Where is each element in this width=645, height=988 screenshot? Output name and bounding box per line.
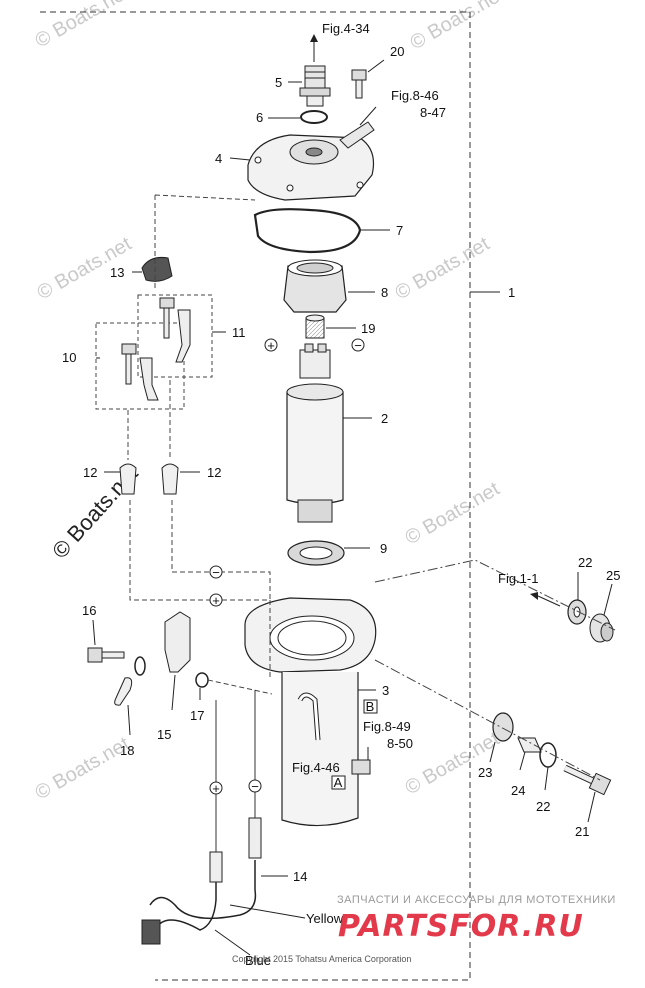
part-21-bolt bbox=[563, 764, 612, 796]
part-19-filter bbox=[305, 314, 325, 339]
box-a-label: A bbox=[334, 775, 343, 790]
part-label-19[interactable]: 19 bbox=[361, 321, 375, 336]
part-16-bolt bbox=[87, 647, 125, 663]
part-5-fitting bbox=[299, 65, 331, 107]
part-label-4[interactable]: 4 bbox=[215, 151, 222, 166]
part-label-24[interactable]: 24 bbox=[511, 783, 525, 798]
ref-fig-8-50[interactable]: 8-50 bbox=[387, 736, 413, 751]
part-9-seal-inner bbox=[299, 546, 333, 560]
wire-label-yellow: Yellow bbox=[306, 911, 344, 926]
part-label-6[interactable]: 6 bbox=[256, 110, 263, 125]
part-label-18[interactable]: 18 bbox=[120, 743, 134, 758]
part-label-12[interactable]: 12 bbox=[207, 465, 221, 480]
part-label-15[interactable]: 15 bbox=[157, 727, 171, 742]
plus-symbol: + bbox=[267, 338, 275, 353]
box-b bbox=[363, 699, 378, 714]
part-label-20[interactable]: 20 bbox=[390, 44, 404, 59]
watermark: © Boats.net bbox=[32, 0, 134, 52]
box-b-label: B bbox=[366, 699, 375, 714]
part-label-22[interactable]: 22 bbox=[578, 555, 592, 570]
part-label-5[interactable]: 5 bbox=[275, 75, 282, 90]
ref-fig-1-1[interactable]: Fig.1-1 bbox=[498, 571, 538, 586]
part-label-1[interactable]: 1 bbox=[508, 285, 515, 300]
part-25-grommet bbox=[589, 613, 614, 643]
part-7-gasket bbox=[253, 208, 362, 254]
ref-fig-8-46[interactable]: Fig.8-46 bbox=[391, 88, 439, 103]
group-11-box bbox=[137, 294, 213, 378]
part-label-23[interactable]: 23 bbox=[478, 765, 492, 780]
copyright-text: Copyright 2015 Tohatsu America Corporati… bbox=[232, 954, 411, 964]
part-8-nut bbox=[283, 259, 347, 313]
part-label-25[interactable]: 25 bbox=[606, 568, 620, 583]
leaders bbox=[92, 59, 613, 956]
ref-fig-4-34[interactable]: Fig.4-34 bbox=[322, 21, 370, 36]
plus-symbol: + bbox=[212, 593, 220, 608]
shop-brand-logo: PARTSFOR.RU bbox=[338, 909, 584, 944]
leader-dashdot bbox=[374, 559, 616, 631]
watermark: © Boats.net bbox=[402, 478, 504, 550]
part-label-7[interactable]: 7 bbox=[396, 223, 403, 238]
box-a bbox=[331, 775, 346, 790]
watermark: © Boats.net bbox=[402, 728, 504, 800]
part-label-12[interactable]: 12 bbox=[83, 465, 97, 480]
polarity-symbols: + − − + + − bbox=[209, 338, 365, 796]
part-2-fuel-pump bbox=[286, 343, 344, 523]
part-label-21[interactable]: 21 bbox=[575, 824, 589, 839]
terminal-10 bbox=[121, 343, 159, 401]
watermark: © Boats.net bbox=[392, 233, 494, 305]
part-label-13[interactable]: 13 bbox=[110, 265, 124, 280]
arrow bbox=[310, 34, 318, 42]
part-label-2[interactable]: 2 bbox=[381, 411, 388, 426]
wire-label-blue: Blue bbox=[245, 953, 271, 968]
part-3-housing bbox=[244, 597, 377, 827]
leader-dashdot bbox=[374, 659, 601, 781]
part-12-boot-b bbox=[161, 463, 179, 495]
part-label-14[interactable]: 14 bbox=[293, 869, 307, 884]
part-label-10[interactable]: 10 bbox=[62, 350, 76, 365]
part-label-9[interactable]: 9 bbox=[380, 541, 387, 556]
ref-fig-8-47[interactable]: 8-47 bbox=[420, 105, 446, 120]
part-17-washer bbox=[195, 672, 209, 688]
minus-symbol: − bbox=[251, 779, 259, 794]
part-label-3[interactable]: 3 bbox=[382, 683, 389, 698]
watermark: © Boats.net bbox=[32, 733, 134, 805]
part-4-cover bbox=[247, 121, 375, 201]
terminal-11 bbox=[159, 297, 191, 363]
minus-symbol: − bbox=[212, 565, 220, 580]
part-label-8[interactable]: 8 bbox=[381, 285, 388, 300]
washer bbox=[134, 656, 146, 676]
ref-fig-4-46[interactable]: Fig.4-46 bbox=[292, 760, 340, 775]
part-label-22[interactable]: 22 bbox=[536, 799, 550, 814]
group-10-box bbox=[95, 322, 185, 410]
part-14-harness bbox=[141, 690, 262, 945]
shop-slogan: ЗАПЧАСТИ И АКСЕССУАРЫ ДЛЯ МОТОТЕХНИКИ bbox=[337, 894, 616, 906]
watermark: © Boats.net bbox=[407, 0, 509, 54]
plus-symbol: + bbox=[212, 781, 220, 796]
part-18-strap bbox=[114, 677, 133, 706]
part-13-cap bbox=[141, 257, 173, 282]
watermarks: © Boats.net © Boats.net © Boats.net © Bo… bbox=[32, 0, 509, 804]
leader bbox=[537, 595, 561, 607]
part-24-collar bbox=[517, 737, 542, 753]
part-label-16[interactable]: 16 bbox=[82, 603, 96, 618]
part-6-o-ring bbox=[300, 110, 328, 124]
part-label-11[interactable]: 11 bbox=[232, 325, 246, 340]
part-23-grommet bbox=[492, 712, 514, 742]
minus-symbol: − bbox=[354, 338, 362, 353]
assembly-boundary bbox=[40, 11, 471, 981]
leader-dashed bbox=[207, 679, 273, 695]
part-12-boot-a bbox=[119, 463, 137, 495]
arrow bbox=[530, 592, 538, 600]
part-15-bracket bbox=[164, 611, 191, 673]
ref-fig-8-49[interactable]: Fig.8-49 bbox=[363, 719, 411, 734]
leader-dashed bbox=[127, 194, 256, 460]
part-20-bolt bbox=[351, 69, 367, 99]
part-labels: 1 2 3 4 5 6 7 8 9 10 11 12 12 13 14 15 1… bbox=[62, 44, 620, 884]
part-label-17[interactable]: 17 bbox=[190, 708, 204, 723]
